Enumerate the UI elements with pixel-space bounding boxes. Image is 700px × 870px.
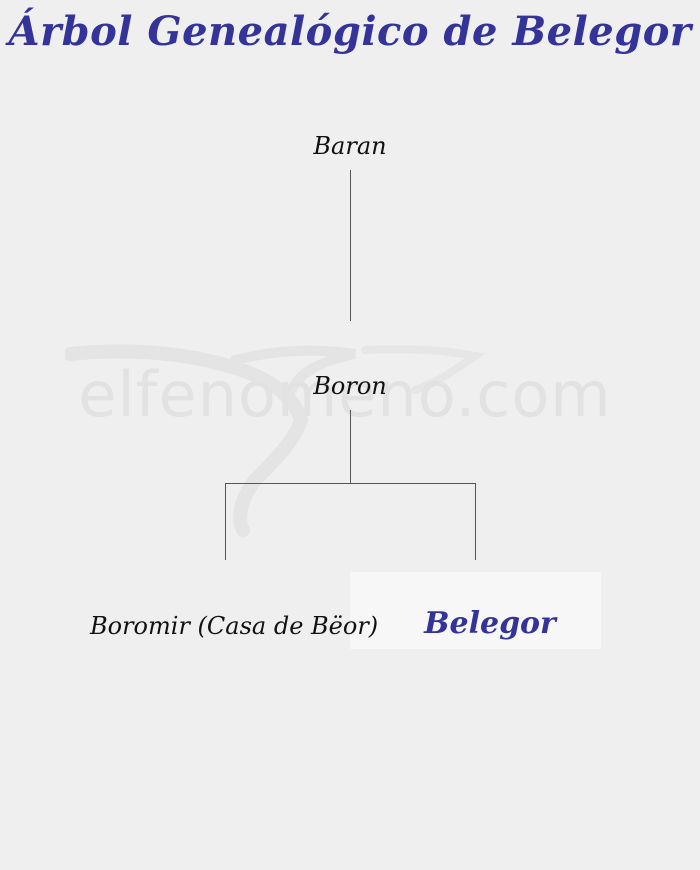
connector-baran-boron bbox=[350, 170, 351, 321]
connector-boron-down bbox=[350, 410, 351, 483]
watermark-text: elfenomeno.com bbox=[78, 358, 612, 431]
connector-sibling-bar bbox=[225, 483, 476, 484]
page-title: Árbol Genealógico de Belegor bbox=[8, 8, 692, 55]
watermark: elfenomeno.com bbox=[65, 340, 625, 540]
highlight-box bbox=[350, 572, 601, 649]
node-boron: Boron bbox=[313, 372, 387, 400]
connector-right-child bbox=[475, 483, 476, 560]
node-boromir: Boromir (Casa de Bëor) bbox=[90, 612, 379, 640]
dragon-logo-icon bbox=[65, 344, 485, 537]
node-belegor: Belegor bbox=[424, 606, 556, 641]
node-baran: Baran bbox=[313, 132, 387, 160]
connector-left-child bbox=[225, 483, 226, 560]
